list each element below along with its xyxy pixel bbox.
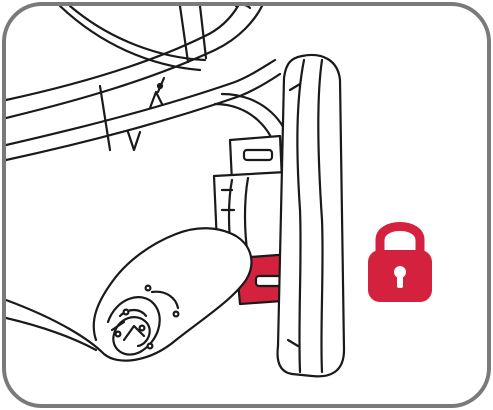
wheel-icon	[278, 55, 344, 376]
